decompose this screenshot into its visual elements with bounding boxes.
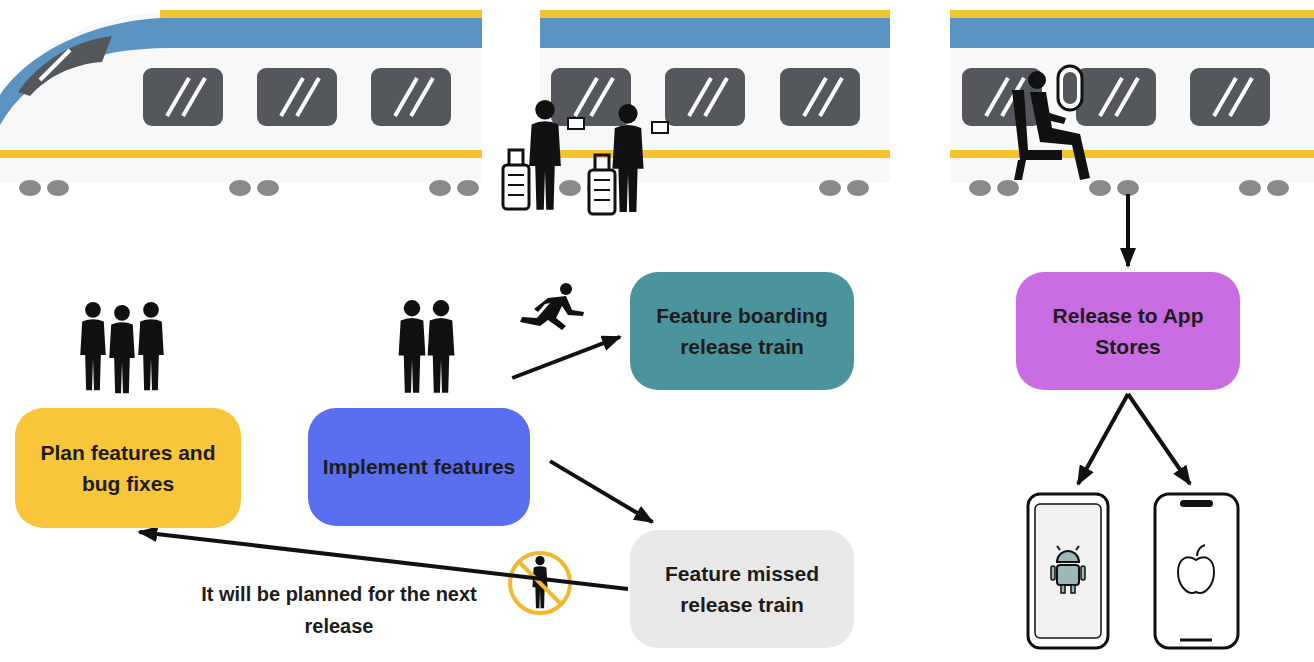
edge-label: It will be planned for the next release <box>180 578 498 642</box>
team-group <box>80 302 163 393</box>
seated-passenger <box>1012 66 1090 180</box>
process-box: Implement features <box>308 408 530 526</box>
process-box: Release to App Stores <box>1016 272 1240 390</box>
process-box: Plan features and bug fixes <box>15 408 241 528</box>
developer-pair <box>399 300 455 393</box>
travellers <box>503 100 668 214</box>
android-phone <box>1028 494 1108 648</box>
iphone <box>1155 494 1238 648</box>
flow-arrow <box>512 337 620 378</box>
train-car <box>0 10 482 196</box>
running-figure <box>520 283 584 330</box>
train-car <box>950 10 1314 196</box>
node-text: Feature boarding release train <box>642 300 842 363</box>
train-car <box>540 10 890 196</box>
node-text: Release to App Stores <box>1028 300 1228 363</box>
process-box: Feature boarding release train <box>630 272 854 390</box>
process-box: Feature missed release train <box>630 530 854 648</box>
flow-arrow <box>550 461 652 522</box>
node-text: Implement features <box>323 451 516 483</box>
node-text: Plan features and bug fixes <box>27 437 229 500</box>
node-text: Feature missed release train <box>642 558 842 621</box>
